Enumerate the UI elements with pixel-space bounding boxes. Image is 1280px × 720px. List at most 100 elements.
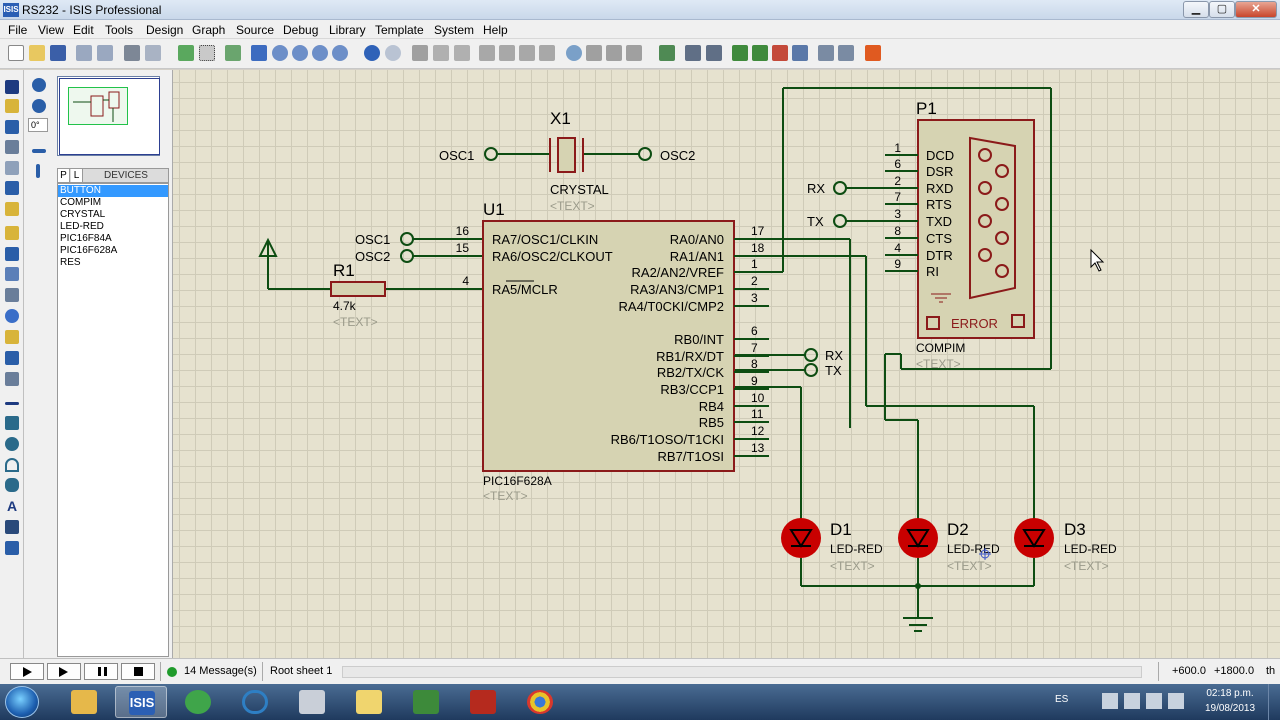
- line-icon[interactable]: [5, 402, 19, 405]
- menu-tools[interactable]: Tools: [105, 23, 134, 37]
- clock-time[interactable]: 02:18 p.m.: [1206, 688, 1254, 699]
- netlist-to-ares-icon[interactable]: [865, 45, 881, 61]
- network-icon[interactable]: [1124, 693, 1140, 709]
- arc-icon[interactable]: [5, 458, 19, 472]
- device-crystal[interactable]: CRYSTAL: [60, 209, 106, 220]
- undo-icon[interactable]: [364, 45, 380, 61]
- grid-icon[interactable]: [199, 45, 215, 61]
- marker-icon[interactable]: [5, 541, 19, 555]
- decompose-icon[interactable]: [626, 45, 642, 61]
- paste-icon[interactable]: [454, 45, 470, 61]
- menu-design[interactable]: Design: [146, 23, 184, 37]
- wire-autorouter-icon[interactable]: [659, 45, 675, 61]
- taskbar-isis[interactable]: ISIS: [115, 686, 167, 718]
- taskbar-documents[interactable]: [343, 686, 395, 718]
- export-icon[interactable]: [97, 45, 113, 61]
- menu-graph[interactable]: Graph: [192, 23, 226, 37]
- led-d3[interactable]: D3 LED-RED <TEXT>: [1014, 518, 1117, 573]
- action-center-icon[interactable]: [1102, 693, 1118, 709]
- close-button[interactable]: ✕: [1235, 1, 1277, 18]
- device-res[interactable]: RES: [60, 257, 81, 268]
- menu-edit[interactable]: Edit: [73, 23, 94, 37]
- refresh-icon[interactable]: [178, 45, 194, 61]
- add-sheet-icon[interactable]: [752, 45, 768, 61]
- rotate-cw-icon[interactable]: [32, 78, 46, 92]
- device-pic16f628a[interactable]: PIC16F628A: [60, 245, 118, 256]
- block-move-icon[interactable]: [499, 45, 515, 61]
- horizontal-scrollbar[interactable]: [342, 666, 1142, 678]
- stop-button[interactable]: [121, 663, 155, 680]
- bill-of-materials-icon[interactable]: [818, 45, 834, 61]
- message-status-icon[interactable]: [167, 667, 177, 677]
- menu-system[interactable]: System: [434, 23, 475, 37]
- new-sheet-icon[interactable]: [732, 45, 748, 61]
- step-button[interactable]: [47, 663, 81, 680]
- zoom-out-icon[interactable]: [292, 45, 308, 61]
- taskbar-calculator[interactable]: [286, 686, 338, 718]
- mirror-vertical-icon[interactable]: [36, 164, 40, 178]
- print-icon[interactable]: [124, 45, 140, 61]
- wire-label-icon[interactable]: [5, 140, 19, 154]
- maximize-button[interactable]: ▢: [1209, 1, 1235, 18]
- make-device-icon[interactable]: [586, 45, 602, 61]
- zoom-in-icon[interactable]: [272, 45, 288, 61]
- graph-icon[interactable]: [5, 267, 19, 281]
- led-d2[interactable]: D2 LED-RED <TEXT>: [898, 518, 1000, 573]
- overview-viewport[interactable]: [68, 87, 128, 125]
- mcu-u1[interactable]: U1 PIC16F628A <TEXT> 16RA7/OSC1/CLKIN15R…: [355, 200, 843, 503]
- taskbar-arduino[interactable]: [229, 686, 281, 718]
- redo-icon[interactable]: [385, 45, 401, 61]
- device-button[interactable]: BUTTON: [58, 185, 168, 197]
- power-icon[interactable]: [1146, 693, 1162, 709]
- junction-dot-icon[interactable]: [5, 120, 19, 134]
- clock-date[interactable]: 19/08/2013: [1204, 703, 1256, 714]
- start-button[interactable]: [5, 686, 39, 718]
- print-area-icon[interactable]: [145, 45, 161, 61]
- virtual-instruments-icon[interactable]: [5, 372, 19, 386]
- circle-icon[interactable]: [5, 437, 19, 451]
- bus-icon[interactable]: [5, 181, 19, 195]
- device-compim[interactable]: COMPIM: [60, 197, 102, 208]
- block-rotate-icon[interactable]: [519, 45, 535, 61]
- tape-recorder-icon[interactable]: [5, 288, 19, 302]
- text-script-icon[interactable]: [5, 161, 19, 175]
- taskbar-globe[interactable]: [172, 686, 224, 718]
- minimize-button[interactable]: ▁: [1183, 1, 1209, 18]
- block-delete-icon[interactable]: [539, 45, 555, 61]
- import-icon[interactable]: [76, 45, 92, 61]
- exit-to-parent-icon[interactable]: [792, 45, 808, 61]
- block-copy-icon[interactable]: [479, 45, 495, 61]
- pan-icon[interactable]: [251, 45, 267, 61]
- zoom-area-icon[interactable]: [332, 45, 348, 61]
- text-icon[interactable]: A: [6, 498, 18, 514]
- menu-file[interactable]: File: [8, 23, 28, 37]
- rotation-field[interactable]: 0°: [28, 118, 48, 132]
- generator-icon[interactable]: [5, 309, 19, 323]
- pick-devices-tab[interactable]: P: [58, 169, 70, 182]
- remove-sheet-icon[interactable]: [772, 45, 788, 61]
- volume-icon[interactable]: [1168, 693, 1184, 709]
- cut-icon[interactable]: [412, 45, 428, 61]
- overview-window[interactable]: [57, 76, 160, 156]
- save-icon[interactable]: [50, 45, 66, 61]
- library-manager-tab[interactable]: L: [71, 169, 83, 182]
- language-indicator[interactable]: ES: [1055, 694, 1069, 705]
- packaging-tool-icon[interactable]: [606, 45, 622, 61]
- subcircuit-icon[interactable]: [5, 202, 19, 216]
- pick-device-icon[interactable]: [566, 45, 582, 61]
- led-d1[interactable]: D1 LED-RED <TEXT>: [781, 518, 883, 573]
- copy-icon[interactable]: [433, 45, 449, 61]
- property-tool-icon[interactable]: [706, 45, 722, 61]
- menu-view[interactable]: View: [38, 23, 64, 37]
- box-icon[interactable]: [5, 416, 19, 430]
- device-led-red[interactable]: LED-RED: [60, 221, 104, 232]
- device-pic16f84a[interactable]: PIC16F84A: [60, 233, 112, 244]
- taskbar-explorer[interactable]: [58, 686, 110, 718]
- play-button[interactable]: [10, 663, 44, 680]
- symbol-icon[interactable]: [5, 520, 19, 534]
- selection-mode-icon[interactable]: [5, 80, 19, 94]
- mirror-horizontal-icon[interactable]: [32, 149, 46, 153]
- taskbar-chrome[interactable]: [514, 686, 566, 718]
- menu-source[interactable]: Source: [236, 23, 275, 37]
